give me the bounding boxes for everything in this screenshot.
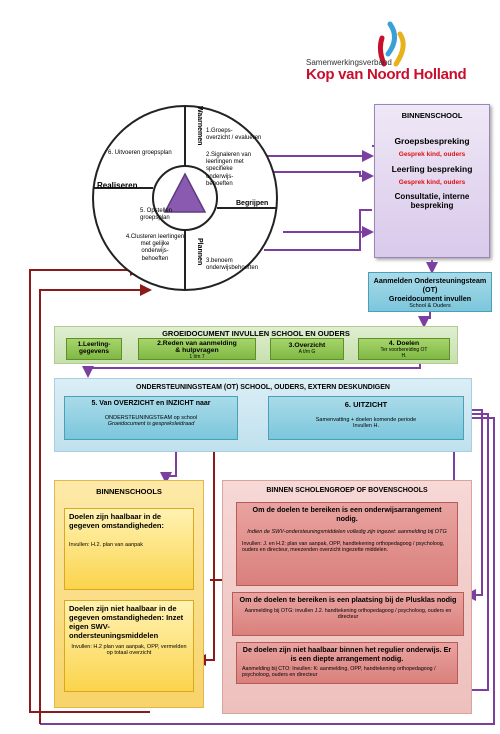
label-waarnemen: Waarnemen [196,106,204,146]
logo-swoosh-icon [377,21,406,67]
aanmelden-line-3: Groeidocument invullen [388,294,472,303]
ot-box-5: 5. Van OVERZICHT en INZICHT naar ONDERST… [64,396,238,440]
binnenschool-item-1: Groepsbespreking [394,136,470,146]
ot-box-6-sub-1: Samenvatting + doelen komende periode [315,417,417,423]
cycle-diagram [92,105,278,291]
groeidocument-box-3-sub: A t/m G [298,349,316,355]
ot-box-6: 6. UITZICHT Samenvatting + doelen komend… [268,396,464,440]
ot-box-5-sub-1: ONDERSTEUNINGSTEAM op school [104,415,198,421]
binnenschools-box-2-title: Doelen zijn niet haalbaar in de gegeven … [69,604,184,640]
binnenschools-box-2-sub: Invullen: H.2 plan van aanpak, OPP, verm… [71,644,187,656]
binnenschool-title: BINNENSCHOOL [401,111,463,120]
label-realiseren: Realiseren [97,181,138,190]
step-4: 4.Clusteren leerlingen met gelijke onder… [125,234,185,262]
step-2: 2.Signaleren van leerlingen met specifie… [206,152,252,187]
groeidocument-box-2-sub: 1 t/m 7 [189,354,205,360]
binnenschools-box-2: Doelen zijn niet haalbaar in de gegeven … [64,600,194,692]
ot-box-6-title: 6. UITZICHT [344,400,388,409]
aanmelden-line-1: Aanmelden Ondersteuningsteam [373,276,487,285]
bovenschools-box-1-title: Om de doelen te bereiken is een onderwij… [252,505,442,523]
bovenschools-box-2-sub: Aanmelding bij OTG: invullen J.2. handte… [244,607,452,620]
bovenschools-title: BINNEN SCHOLENGROEP OF BOVENSCHOOLS [266,487,428,494]
bovenschools-box-1-italic: Indien de SWV-ondersteuningsmiddelen vol… [247,529,447,535]
step-6: 6. Uitvoeren groepsplan [108,150,172,156]
logo-subtitle: Samenwerkingsverband [306,58,392,67]
ot-box-6-sub-2: Invullen H. [353,423,379,429]
binnenschool-sub-1: Gesprek kind, ouders [398,151,466,158]
ot-box-5-sub-2: Groeidocument is gespreksleidraad [107,421,195,427]
binnenschool-item-2: Leerling bespreking [391,164,473,174]
bovenschools-box-1-sub: Invullen: J. en H.2: plan van aanpak, OP… [242,541,445,553]
label-plannen: Plannen [196,238,204,266]
label-begrijpen: Begrijpen [236,200,269,207]
binnenschool-box: BINNENSCHOOL Groepsbespreking Gesprek ki… [374,104,490,258]
groeidocument-title: GROEIDOCUMENT INVULLEN SCHOOL EN OUDERS [162,329,350,338]
triangle-icon [163,172,207,213]
binnenschools-box-1: Doelen zijn haalbaar in de gegeven omsta… [64,508,194,590]
binnenschool-item-3: Consultatie, interne bespreking [394,192,470,210]
bovenschools-box-3: De doelen zijn niet haalbaar binnen het … [236,642,458,684]
bovenschools-box-3-title: De doelen zijn niet haalbaar binnen het … [242,645,452,663]
ot-box-5-title: 5. Van OVERZICHT en INZICHT naar [91,400,211,407]
groeidocument-box-3-title: 3.Overzicht [288,342,326,349]
step-5: 5. Opstellen groepsplan [140,208,173,222]
step-3: 3.benoem onderwijsbehoeften [206,258,259,272]
aanmelden-line-4: School & Ouders [409,303,451,309]
groeidocument-box-3: 3.Overzicht A t/m G [270,338,344,360]
step-1: 1.Groeps- overzicht / evalueren [206,128,262,142]
binnenschool-sub-2: Gesprek kind, ouders [398,179,466,186]
aanmelden-line-2: (OT) [422,285,438,294]
binnenschools-box-1-sub: Invullen: H.2. plan van aanpak [69,542,143,548]
bovenschools-box-2: Om de doelen te bereiken is een plaatsin… [232,592,464,636]
bovenschools-box-2-title: Om de doelen te bereiken is een plaatsin… [239,595,457,604]
groeidocument-box-2-title: 2.Reden van aanmelding & hulpvragen [157,340,237,354]
groeidocument-box-4: 4. Doelen Ter voorbereiding OT H. [358,338,450,360]
aanmelden-box: Aanmelden Ondersteuningsteam (OT) Groeid… [368,272,492,312]
binnenschools-title: BINNENSCHOOLS [96,487,162,496]
groeidocument-box-1-label: 1.Leerling- gegevens [77,341,111,355]
groeidocument-box-4-sub: Ter voorbereiding OT H. [380,347,428,359]
logo-title: Kop van Noord Holland [306,66,467,83]
groeidocument-box-4-title: 4. Doelen [388,340,420,347]
groeidocument-box-2: 2.Reden van aanmelding & hulpvragen 1 t/… [138,338,256,360]
binnenschools-box-1-title: Doelen zijn haalbaar in de gegeven omsta… [69,512,165,530]
ot-title: ONDERSTEUNINGSTEAM (OT) SCHOOL, OUDERS, … [136,384,390,391]
groeidocument-box-1: 1.Leerling- gegevens [66,338,122,360]
bovenschools-box-1: Om de doelen te bereiken is een onderwij… [236,502,458,586]
bovenschools-box-3-sub: Aanmelding bij CTO: Invullen: K: aanmeld… [242,666,436,678]
